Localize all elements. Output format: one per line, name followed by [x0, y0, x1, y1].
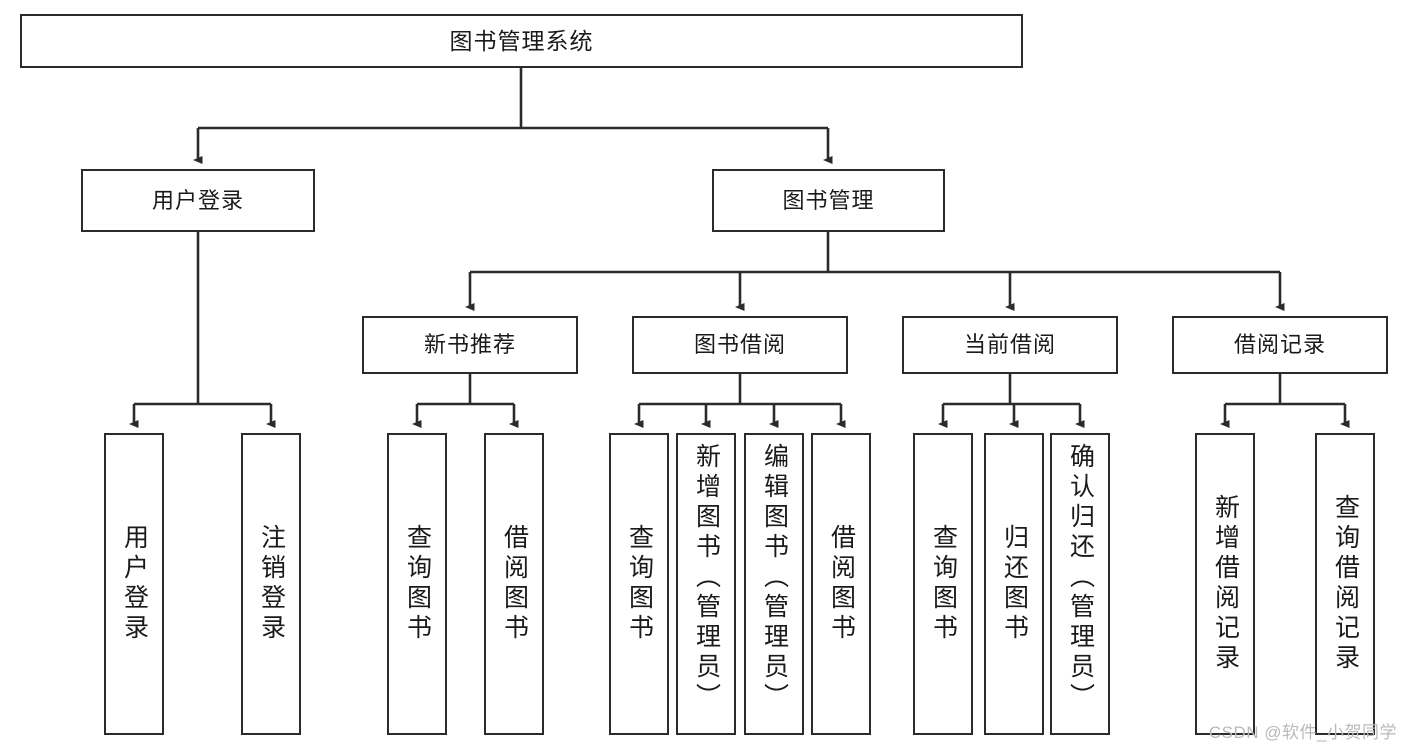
csdn-watermark: CSDN @软件_小贺同学	[1208, 723, 1397, 742]
node-leaf-return-book-label: 归还图书	[1000, 524, 1029, 644]
node-borrow-record[interactable]: 借阅记录	[1172, 316, 1388, 374]
node-leaf-user-logout[interactable]: 注销登录	[241, 433, 301, 735]
node-leaf-add-record-label: 新增借阅记录	[1211, 494, 1240, 674]
node-leaf-edit-book-label: 编辑图书（管理员）	[760, 443, 789, 713]
node-book-borrow[interactable]: 图书借阅	[632, 316, 848, 374]
node-user-login-label: 用户登录	[151, 187, 244, 213]
node-leaf-query-book-rec-label: 查询图书	[403, 524, 432, 644]
node-borrow-record-label: 借阅记录	[1233, 332, 1326, 358]
node-leaf-query-record[interactable]: 查询借阅记录	[1315, 433, 1375, 735]
node-leaf-add-book-label: 新增图书（管理员）	[692, 443, 721, 713]
node-leaf-borrow-book-rec[interactable]: 借阅图书	[484, 433, 544, 735]
node-current-borrow[interactable]: 当前借阅	[902, 316, 1118, 374]
node-leaf-return-book[interactable]: 归还图书	[984, 433, 1044, 735]
node-book-manage[interactable]: 图书管理	[712, 169, 945, 232]
node-root[interactable]: 图书管理系统	[20, 14, 1023, 68]
node-book-manage-label: 图书管理	[782, 187, 875, 213]
node-leaf-confirm-return-label: 确认归还（管理员）	[1066, 443, 1095, 713]
node-current-borrow-label: 当前借阅	[963, 332, 1056, 358]
node-leaf-user-login[interactable]: 用户登录	[104, 433, 164, 735]
node-leaf-user-logout-label: 注销登录	[257, 524, 286, 644]
node-leaf-user-login-label: 用户登录	[120, 524, 149, 644]
node-leaf-add-record[interactable]: 新增借阅记录	[1195, 433, 1255, 735]
node-leaf-borrow-book-label: 借阅图书	[827, 524, 856, 644]
node-leaf-query-record-label: 查询借阅记录	[1331, 494, 1360, 674]
node-leaf-query-book-borrow-label: 查询图书	[625, 524, 654, 644]
node-leaf-query-book-current[interactable]: 查询图书	[913, 433, 973, 735]
node-leaf-add-book[interactable]: 新增图书（管理员）	[676, 433, 736, 735]
node-user-login[interactable]: 用户登录	[81, 169, 315, 232]
node-leaf-query-book-current-label: 查询图书	[929, 524, 958, 644]
node-leaf-borrow-book-rec-label: 借阅图书	[500, 524, 529, 644]
node-leaf-query-book-borrow[interactable]: 查询图书	[609, 433, 669, 735]
node-root-label: 图书管理系统	[449, 27, 594, 54]
node-new-book-recommend[interactable]: 新书推荐	[362, 316, 578, 374]
node-leaf-borrow-book[interactable]: 借阅图书	[811, 433, 871, 735]
node-new-book-recommend-label: 新书推荐	[423, 332, 516, 358]
node-leaf-confirm-return[interactable]: 确认归还（管理员）	[1050, 433, 1110, 735]
node-leaf-edit-book[interactable]: 编辑图书（管理员）	[744, 433, 804, 735]
node-book-borrow-label: 图书借阅	[693, 332, 786, 358]
node-leaf-query-book-rec[interactable]: 查询图书	[387, 433, 447, 735]
